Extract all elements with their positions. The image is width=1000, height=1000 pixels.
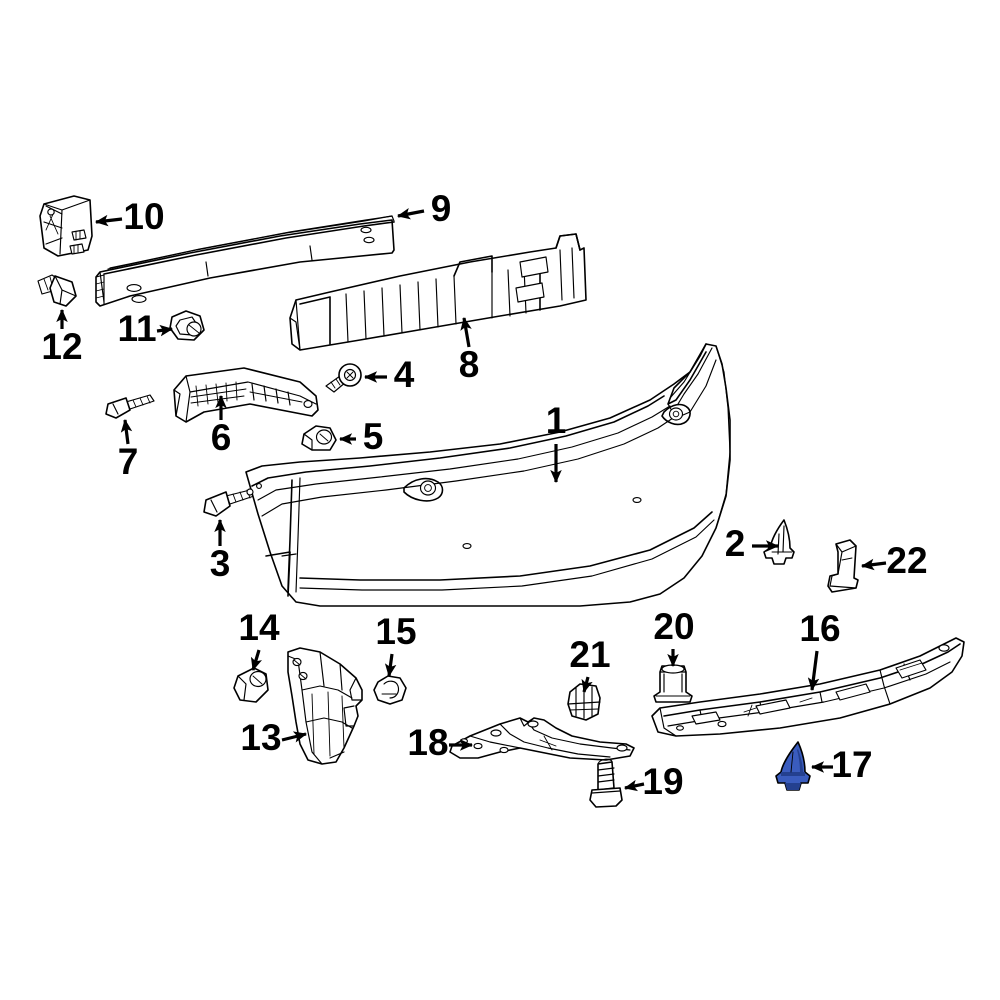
callout-label-19[interactable]: 19	[642, 761, 683, 802]
callout-label-22[interactable]: 22	[886, 540, 927, 581]
callout-label-15[interactable]: 15	[375, 611, 416, 652]
callout-label-8[interactable]: 8	[459, 344, 480, 385]
part-4-retainer-screw-upper	[325, 363, 362, 393]
callout-labels: 1 2 3 4 5 6 7 8 9 10 11 12 13 14 15 16 1…	[41, 188, 927, 802]
callout-label-9[interactable]: 9	[431, 188, 452, 229]
callout-label-10[interactable]: 10	[123, 196, 164, 237]
callout-label-3[interactable]: 3	[210, 543, 231, 584]
callout-label-14[interactable]: 14	[238, 607, 280, 648]
callout-label-12[interactable]: 12	[41, 326, 82, 367]
part-1-rear-bumper-cover	[245, 343, 731, 607]
part-14-splash-shield-grommet	[233, 667, 269, 703]
part-6-bumper-side-retainer-bracket	[173, 367, 319, 423]
part-11-beam-mounting-nut	[169, 310, 205, 341]
callout-label-20[interactable]: 20	[653, 606, 694, 647]
part-8-bumper-energy-absorber	[289, 233, 587, 351]
part-17-lower-valance-retainer-clip	[775, 741, 811, 791]
callout-label-6[interactable]: 6	[211, 417, 232, 458]
part-10-bumper-beam-mounting-bracket	[39, 195, 93, 257]
callout-label-18[interactable]: 18	[407, 722, 448, 763]
callout-label-5[interactable]: 5	[363, 416, 384, 457]
callout-label-1[interactable]: 1	[546, 400, 567, 441]
part-12-beam-mounting-bolt	[37, 274, 77, 307]
part-20-valance-grommet-nut	[653, 664, 693, 703]
callout-label-16[interactable]: 16	[799, 608, 840, 649]
part-5-retainer-grommet	[301, 425, 337, 451]
callout-label-17[interactable]: 17	[831, 744, 872, 785]
part-3-bumper-cover-screw-grommet	[203, 489, 255, 517]
part-13-rear-wheelhouse-splash-shield	[287, 647, 363, 765]
callout-label-11[interactable]: 11	[117, 308, 156, 349]
part-22-bumper-side-seal-bracket	[827, 539, 859, 593]
part-9-bumper-reinforcement-beam	[95, 215, 395, 307]
callout-label-2[interactable]: 2	[725, 523, 746, 564]
callout-label-7[interactable]: 7	[118, 441, 139, 482]
callout-leaders	[56, 208, 887, 792]
part-19-shield-bracket-bolt	[589, 758, 623, 808]
part-16-rear-lower-valance-spoiler	[651, 637, 965, 737]
part-15-splash-shield-clip	[373, 675, 407, 705]
callout-label-13[interactable]: 13	[240, 717, 281, 758]
part-7-retainer-bracket-screw	[105, 394, 155, 419]
callout-label-4[interactable]: 4	[394, 354, 415, 395]
callout-label-21[interactable]: 21	[569, 634, 610, 675]
part-2-bumper-cover-clip-right	[763, 519, 795, 565]
part-18-under-body-shield-bracket	[449, 717, 635, 761]
